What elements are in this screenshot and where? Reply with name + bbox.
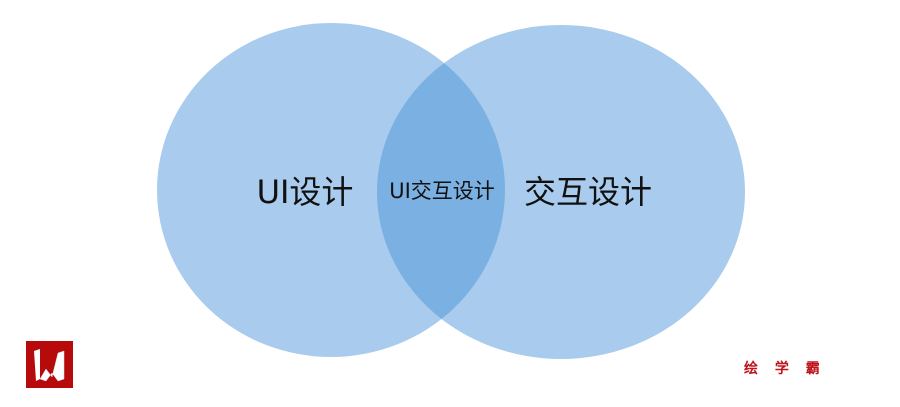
intersection-region bbox=[377, 25, 505, 357]
intersection-label: UI交互设计 bbox=[389, 179, 495, 203]
w-logo bbox=[26, 341, 73, 388]
left-circle-label: UI设计 bbox=[256, 173, 354, 211]
right-circle-label: 交互设计 bbox=[523, 173, 653, 211]
watermark: 绘 学 霸 bbox=[744, 361, 826, 377]
